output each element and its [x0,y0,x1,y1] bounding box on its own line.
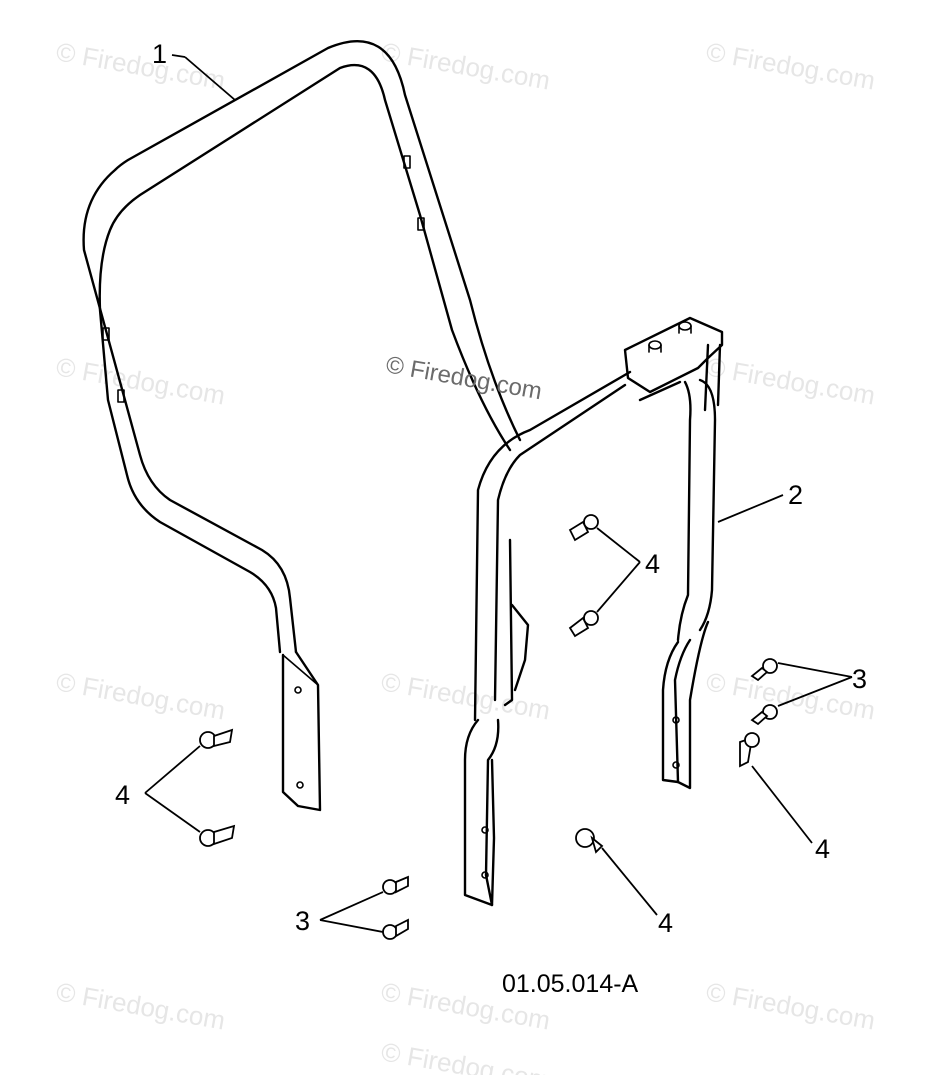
hardware-group [199,514,778,940]
leader-lines [144,54,853,933]
part-1-frame-tube [82,39,522,812]
bolt-upper-b [568,610,599,638]
callout-nut-bottom: 3 [295,906,310,936]
nut-right-a [750,658,778,682]
nut-bottom-a [382,875,409,895]
bolt-left-b [199,824,236,847]
callout-labels: 1 2 4 3 4 4 3 4 [115,39,867,938]
watermark: © Firedog.com [704,36,878,95]
nut-right-b [750,704,778,726]
bolt-left-a [199,728,234,749]
watermark: © Firedog.com [54,666,228,725]
watermark: © Firedog.com [379,36,553,95]
watermark: © Firedog.com [54,976,228,1035]
bolt-right [739,732,760,768]
callout-bolt-upper: 4 [645,549,660,579]
nut-bottom-b [382,918,409,940]
watermark: © Firedog.com [54,351,228,410]
callout-bolt-bottom: 4 [658,908,673,938]
callout-part-2: 2 [788,480,803,510]
callout-part-1: 1 [152,39,167,69]
watermark: © Firedog.com [704,976,878,1035]
part-2-loop-tube [463,316,724,907]
watermark: © Firedog.com [379,666,553,725]
callout-nut-right: 3 [852,664,867,694]
watermark: © Firedog.com [54,36,228,95]
watermark: © Firedog.com [379,1036,553,1075]
callout-bolt-left: 4 [115,780,130,810]
bolt-bottom [575,828,604,854]
diagram-code: 01.05.014-A [502,970,639,998]
watermark-layer: © Firedog.com © Firedog.com © Firedog.co… [54,36,878,1075]
bolt-upper-a [568,514,599,542]
callout-bolt-right: 4 [815,834,830,864]
watermark: © Firedog.com [704,351,878,410]
